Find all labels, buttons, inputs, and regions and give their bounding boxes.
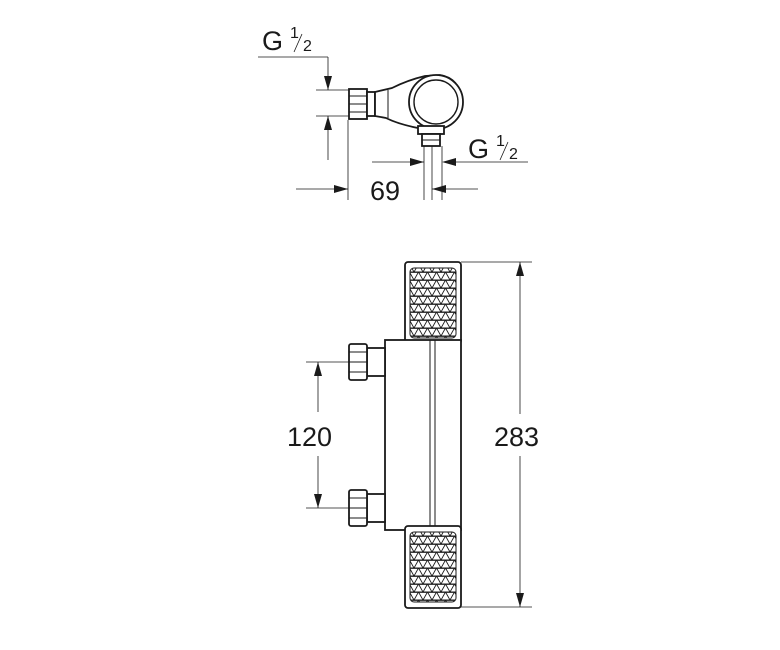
thread-top-denominator: 2 (303, 38, 312, 55)
bottom-handle (404, 525, 462, 609)
inlet-nut-lower (348, 489, 386, 527)
top-view: G 1 2 G (258, 25, 528, 206)
valve-body-top-view (374, 74, 464, 147)
thread-label-top: G 1 2 (262, 25, 312, 56)
thread-top-numerator: 1 (290, 25, 299, 42)
arrow-down-icon (324, 76, 332, 90)
top-handle (404, 261, 462, 345)
thread-outlet-denominator: 2 (509, 146, 518, 163)
thread-label-outlet: G 1 2 (468, 133, 518, 164)
arrow-up-icon (516, 262, 524, 276)
thread-top-slash (293, 33, 303, 53)
inlet-nut-top-view (348, 88, 376, 120)
thread-outlet-slash (499, 141, 509, 161)
valve-body-front (384, 339, 462, 531)
thread-outlet-prefix: G (468, 134, 489, 164)
thread-outlet-numerator: 1 (496, 133, 505, 150)
dim-283-label: 283 (494, 422, 539, 452)
thread-top-prefix: G (262, 26, 283, 56)
dim-69-label: 69 (370, 176, 400, 206)
arrow-down-icon (516, 593, 524, 607)
dim-120-label: 120 (287, 422, 332, 452)
arrow-left-icon (442, 158, 456, 166)
arrow-up-icon (324, 116, 332, 130)
arrow-down-icon (314, 494, 322, 508)
front-view: 120 283 (287, 261, 539, 609)
arrow-up-icon (314, 362, 322, 376)
arrow-right-icon (334, 185, 348, 193)
arrow-left-icon (432, 185, 446, 193)
inlet-nut-upper (348, 343, 386, 381)
arrow-right-icon (410, 158, 424, 166)
